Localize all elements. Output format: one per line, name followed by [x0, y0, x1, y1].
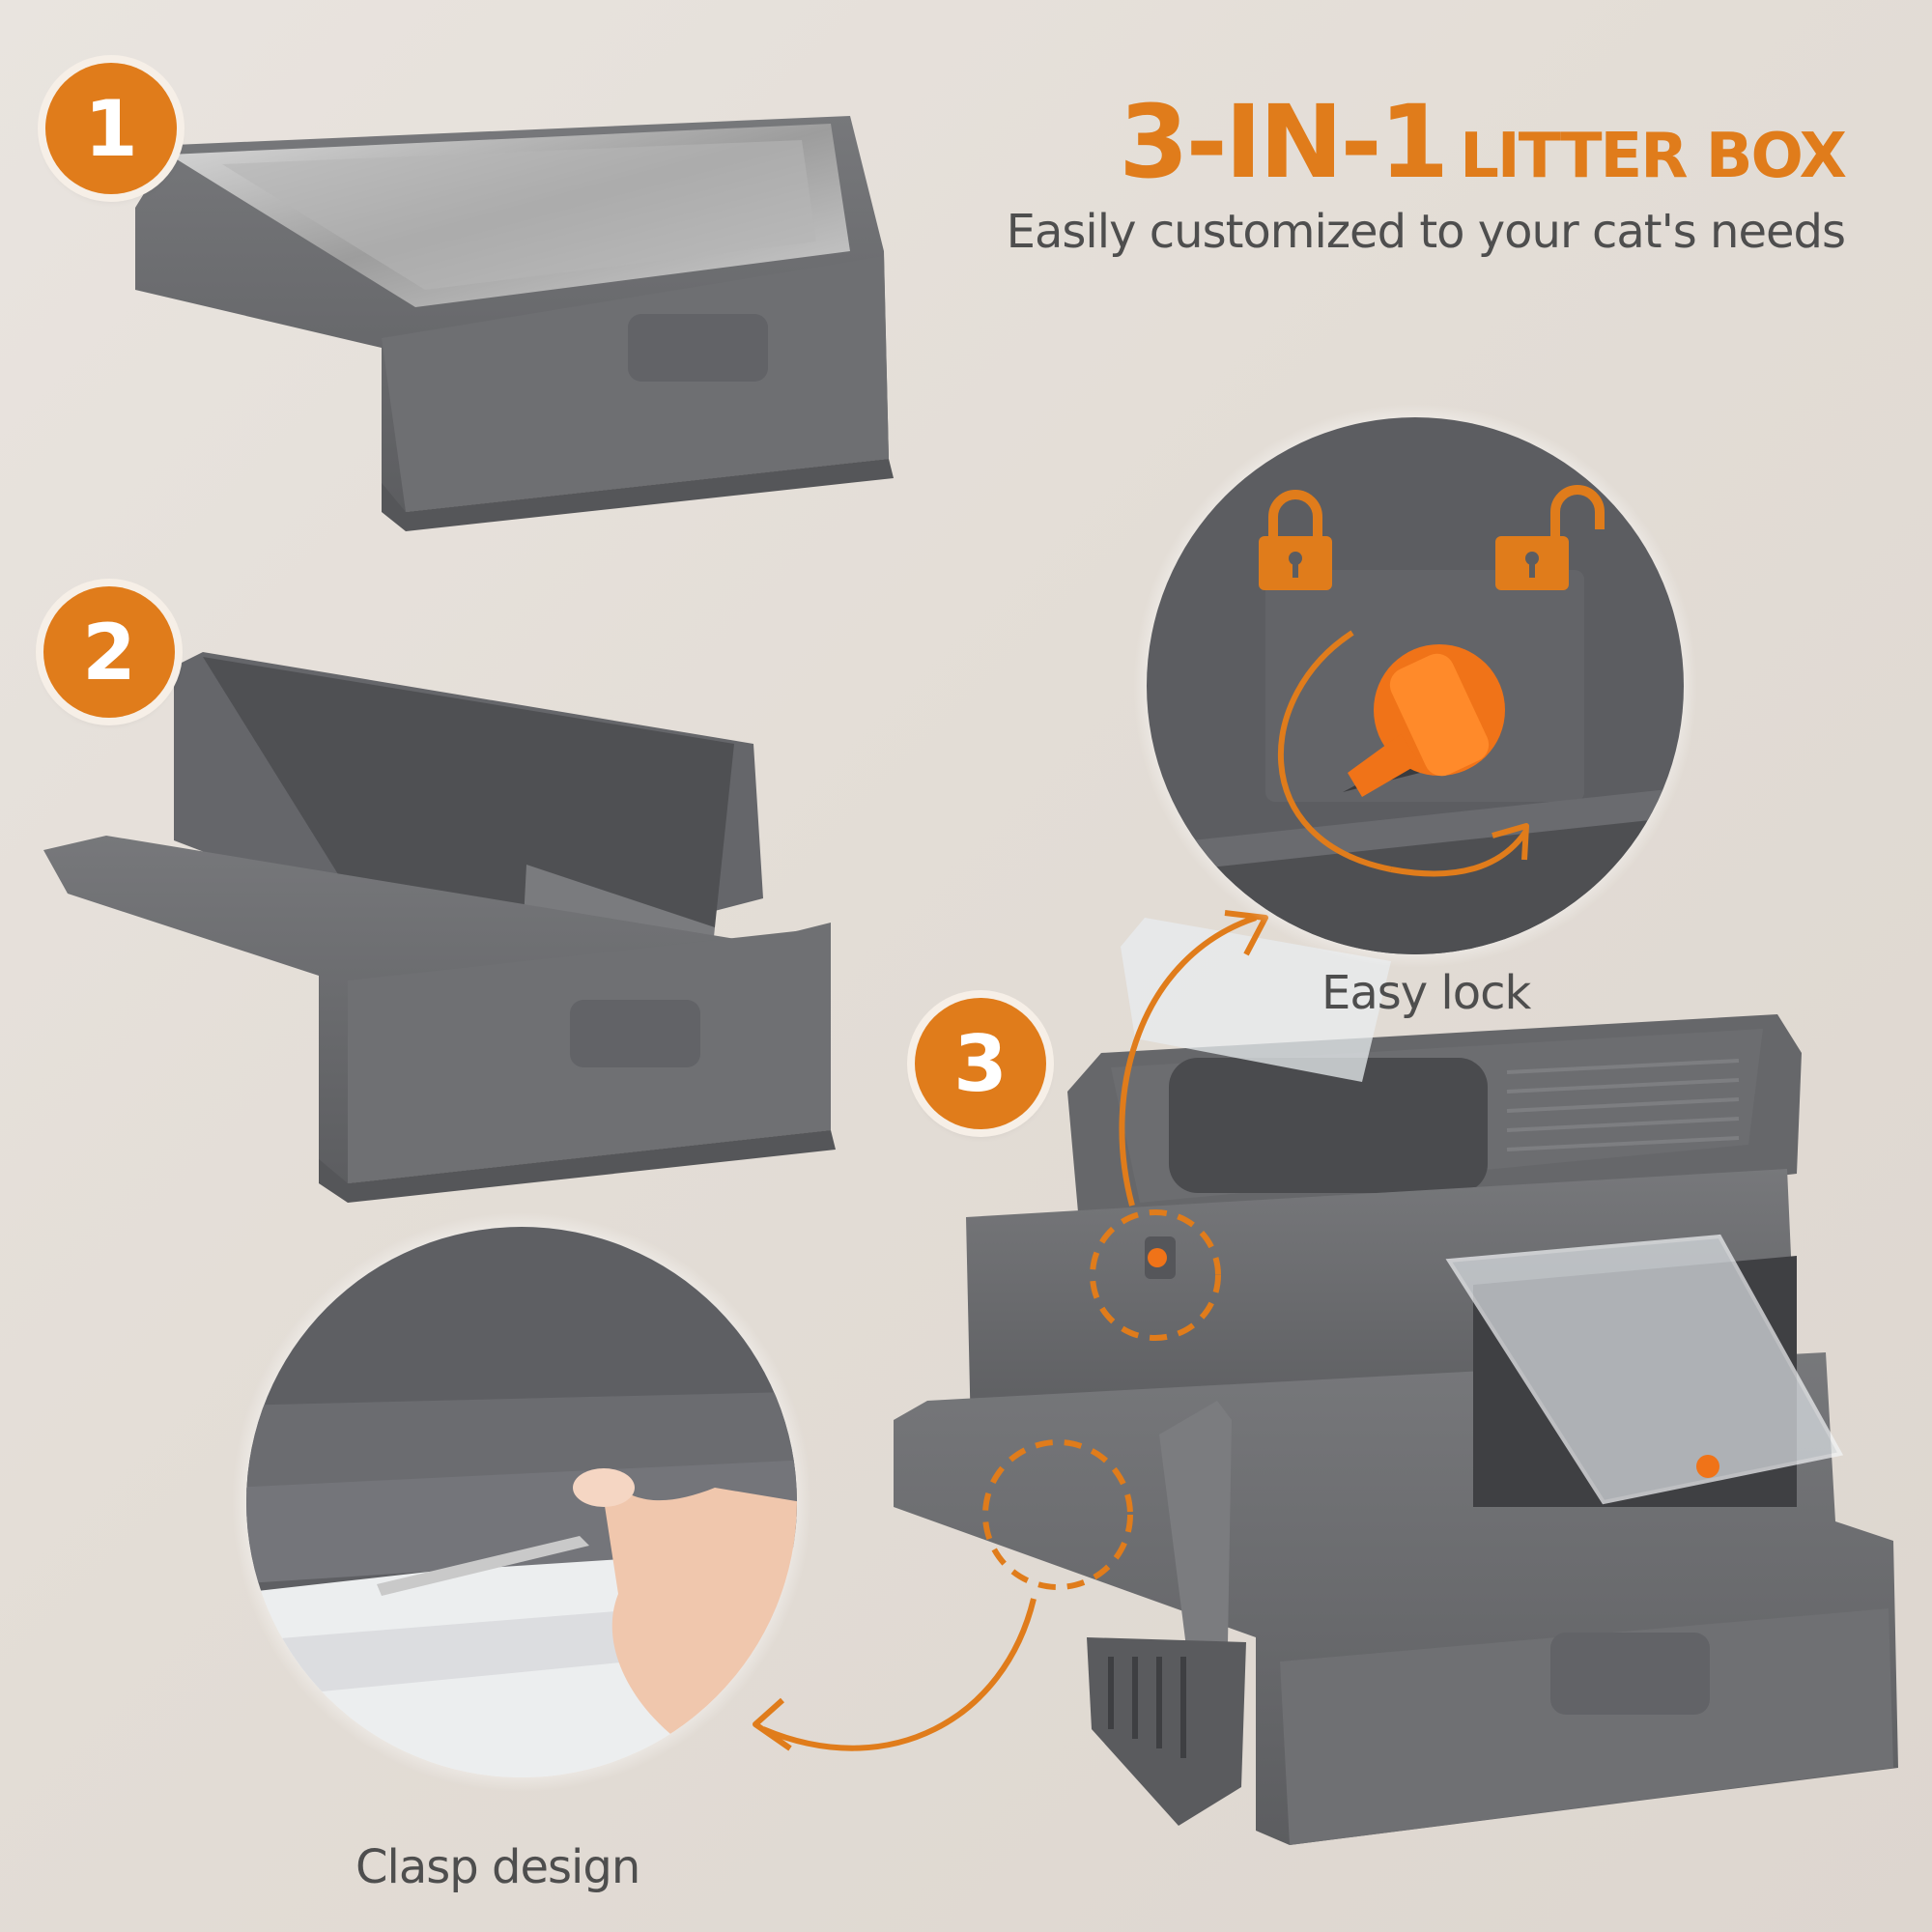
clasp-design-label: Clasp design — [355, 1840, 640, 1894]
step-badge-3: 3 — [915, 998, 1046, 1129]
clasp-detail-magnifier — [232, 1212, 811, 1792]
title-secondary: LITTER BOX — [1460, 121, 1847, 192]
lock-detail-magnifier — [1133, 404, 1697, 968]
step-badge-2: 2 — [43, 586, 175, 718]
step-badge-1: 1 — [45, 63, 177, 194]
title-main: 3-IN-1 — [1119, 83, 1449, 201]
tray-1-illustration — [135, 116, 894, 531]
subtitle: Easily customized to your cat's needs — [1006, 205, 1846, 259]
padlock-locked-icon — [1259, 490, 1332, 590]
covered-box-illustration — [753, 910, 1898, 1845]
tray-2-illustration — [43, 652, 836, 1203]
orange-lock-knob — [1348, 644, 1505, 797]
easy-lock-label: Easy lock — [1321, 966, 1531, 1020]
padlock-unlocked-icon — [1495, 485, 1605, 590]
